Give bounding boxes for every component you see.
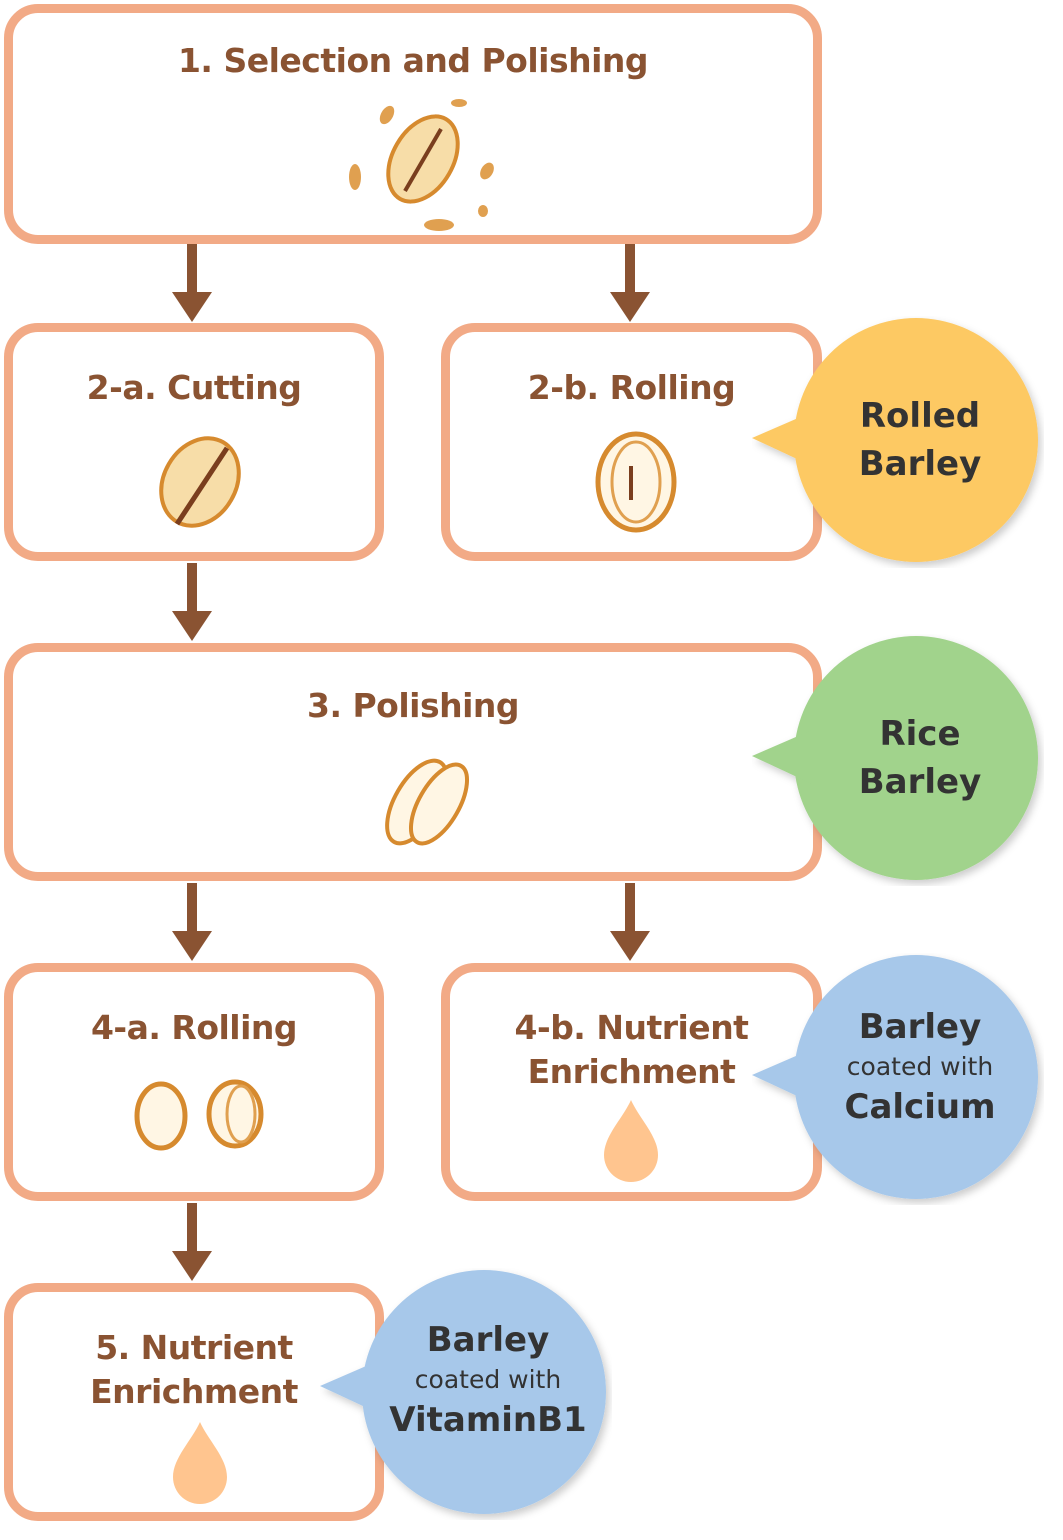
- rolled-barley-bubble: Rolled Barley: [752, 316, 1044, 564]
- calcium-line1: Barley: [858, 1007, 982, 1047]
- step-2a-title: 2-a. Cutting: [86, 368, 302, 407]
- calcium-barley-bubble: Barley coated with Calcium: [752, 953, 1044, 1201]
- step-3-title: 3. Polishing: [306, 686, 520, 725]
- speech-bubble-shape: [752, 636, 1038, 880]
- speech-bubble-shape: [320, 1270, 606, 1514]
- step-5-title-line1: 5. Nutrient: [95, 1328, 293, 1367]
- step-4b-title-line2: Enrichment: [527, 1052, 736, 1091]
- rice-barley-line2: Barley: [858, 762, 982, 802]
- rolled-grains-icon: [134, 1079, 264, 1151]
- rolled-grain-icon: [595, 431, 677, 533]
- arrow-4a-to-5: [172, 1203, 212, 1281]
- speech-bubble-shape: [752, 318, 1038, 562]
- step-3-box: 3. Polishing: [4, 643, 822, 881]
- rolled-barley-line1: Rolled: [859, 396, 981, 436]
- cut-grain-icon: [159, 436, 241, 528]
- drop-icon: [173, 1422, 227, 1504]
- arrow-1-to-2b: [610, 244, 650, 322]
- speech-bubble-shape: [752, 955, 1038, 1199]
- step-2a-box: 2-a. Cutting: [4, 323, 384, 561]
- step-4a-box: 4-a. Rolling: [4, 963, 384, 1201]
- step-5-title-line2: Enrichment: [90, 1372, 298, 1411]
- step-1-box: 1. Selection and Polishing: [4, 4, 822, 244]
- vitamin-line2: VitaminB1: [389, 1400, 587, 1440]
- step-5-box: 5. Nutrient Enrichment: [4, 1283, 384, 1521]
- step-2b-box: 2-b. Rolling: [441, 323, 822, 561]
- arrow-2a-to-3: [172, 563, 212, 641]
- rice-barley-line1: Rice: [879, 714, 961, 754]
- barley-grain-icon: [349, 99, 494, 231]
- vitamin-b1-barley-bubble: Barley coated with VitaminB1: [320, 1268, 612, 1516]
- calcium-small: coated with: [846, 1052, 994, 1081]
- vitamin-small: coated with: [414, 1365, 562, 1394]
- step-4a-title: 4-a. Rolling: [90, 1008, 298, 1047]
- rice-barley-bubble: Rice Barley: [752, 634, 1044, 882]
- arrow-1-to-2a: [172, 244, 212, 322]
- vitamin-line1: Barley: [426, 1320, 550, 1360]
- calcium-line2: Calcium: [844, 1087, 996, 1127]
- step-1-title: 1. Selection and Polishing: [177, 41, 649, 80]
- polished-grain-icon: [385, 758, 469, 846]
- drop-icon: [604, 1100, 658, 1182]
- arrow-3-to-4b: [610, 883, 650, 961]
- step-2b-title: 2-b. Rolling: [527, 368, 736, 407]
- rolled-barley-line2: Barley: [858, 444, 982, 484]
- step-4b-title-line1: 4-b. Nutrient: [514, 1008, 749, 1047]
- arrow-3-to-4a: [172, 883, 212, 961]
- step-4b-box: 4-b. Nutrient Enrichment: [441, 963, 822, 1201]
